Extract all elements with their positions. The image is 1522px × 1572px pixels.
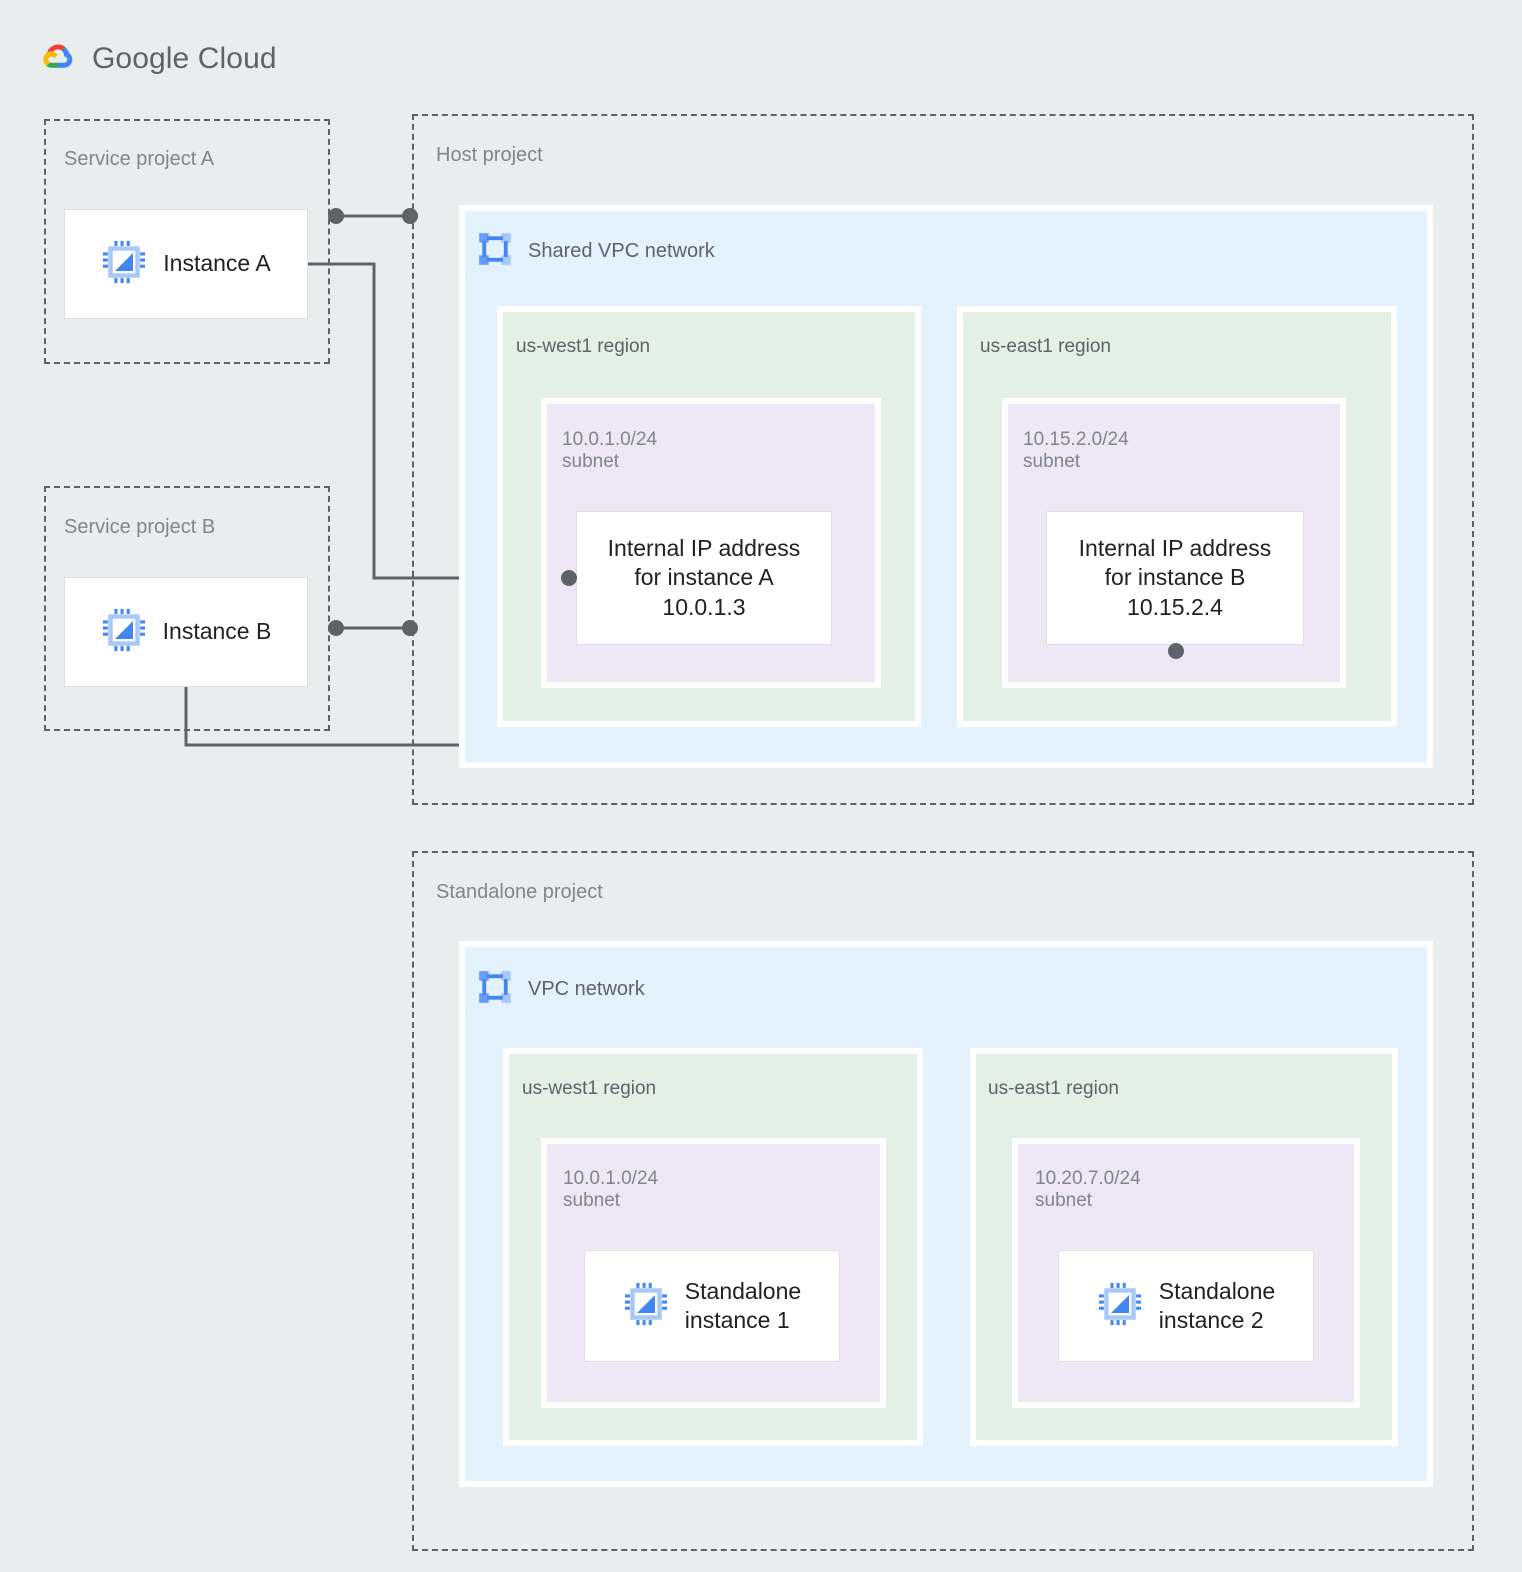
vpc-network-header: VPC network [476, 968, 645, 1011]
standalone-region-us-west1-label: us-west1 region [522, 1078, 657, 1099]
connector-dot-a-right [402, 208, 418, 224]
standalone-instance-1-card[interactable]: Standalone instance 1 [584, 1250, 840, 1362]
service-project-a-container [44, 119, 330, 364]
service-project-b-container [44, 486, 330, 731]
standalone-instance-2-card[interactable]: Standalone instance 2 [1058, 1250, 1314, 1362]
service-project-b-label: Service project B [64, 516, 216, 538]
internal-ip-instance-b-label: Internal IP address for instance B 10.15… [1078, 534, 1272, 620]
host-project-label: Host project [436, 144, 543, 166]
compute-instance-icon [623, 1281, 669, 1332]
connector-dot-b-right [402, 620, 418, 636]
compute-instance-icon [1097, 1281, 1143, 1332]
internal-ip-instance-a-card[interactable]: Internal IP address for instance A 10.0.… [576, 511, 832, 645]
host-region-us-west1-label: us-west1 region [516, 336, 651, 357]
connector-dot-b-left [328, 620, 344, 636]
connector-dot-internal-ip-b [1168, 643, 1184, 659]
compute-instance-icon [101, 239, 147, 290]
standalone-region-us-east1-label: us-east1 region [988, 1078, 1119, 1099]
host-subnet-10-0-1-0-label: 10.0.1.0/24 subnet [562, 429, 658, 473]
standalone-subnet-10-0-1-0-label: 10.0.1.0/24 subnet [563, 1168, 659, 1212]
instance-a-card[interactable]: Instance A [64, 209, 308, 319]
brand-name-light: Cloud [197, 42, 277, 75]
service-project-a-label: Service project A [64, 148, 215, 170]
standalone-subnet-10-20-7-0-label: 10.20.7.0/24 subnet [1035, 1168, 1141, 1212]
shared-vpc-network-header: Shared VPC network [476, 230, 715, 273]
instance-b-card[interactable]: Instance B [64, 577, 308, 687]
internal-ip-instance-b-card[interactable]: Internal IP address for instance B 10.15… [1046, 511, 1304, 645]
host-project-container [412, 114, 1474, 805]
standalone-instance-2-label: Standalone instance 2 [1158, 1277, 1276, 1333]
shared-vpc-network-label: Shared VPC network [528, 240, 715, 262]
google-cloud-logo: Google Cloud [36, 38, 277, 80]
instance-a-label: Instance A [163, 250, 271, 277]
standalone-project-container [412, 851, 1474, 1551]
compute-instance-icon [101, 607, 147, 658]
brand-name-bold: Google [92, 42, 190, 75]
host-region-us-east1-label: us-east1 region [980, 336, 1111, 357]
instance-b-label: Instance B [162, 618, 272, 645]
host-subnet-10-15-2-0-label: 10.15.2.0/24 subnet [1023, 429, 1129, 473]
internal-ip-instance-a-label: Internal IP address for instance A 10.0.… [607, 534, 801, 620]
standalone-project-label: Standalone project [436, 881, 603, 903]
vpc-network-icon [476, 968, 514, 1011]
connector-dot-a-left [328, 208, 344, 224]
vpc-network-icon [476, 230, 514, 273]
connector-dot-internal-ip-a [561, 570, 577, 586]
brand-name: Google Cloud [92, 42, 277, 76]
google-cloud-logo-icon [36, 38, 78, 80]
standalone-instance-1-label: Standalone instance 1 [684, 1277, 802, 1333]
vpc-network-label: VPC network [528, 978, 645, 1000]
